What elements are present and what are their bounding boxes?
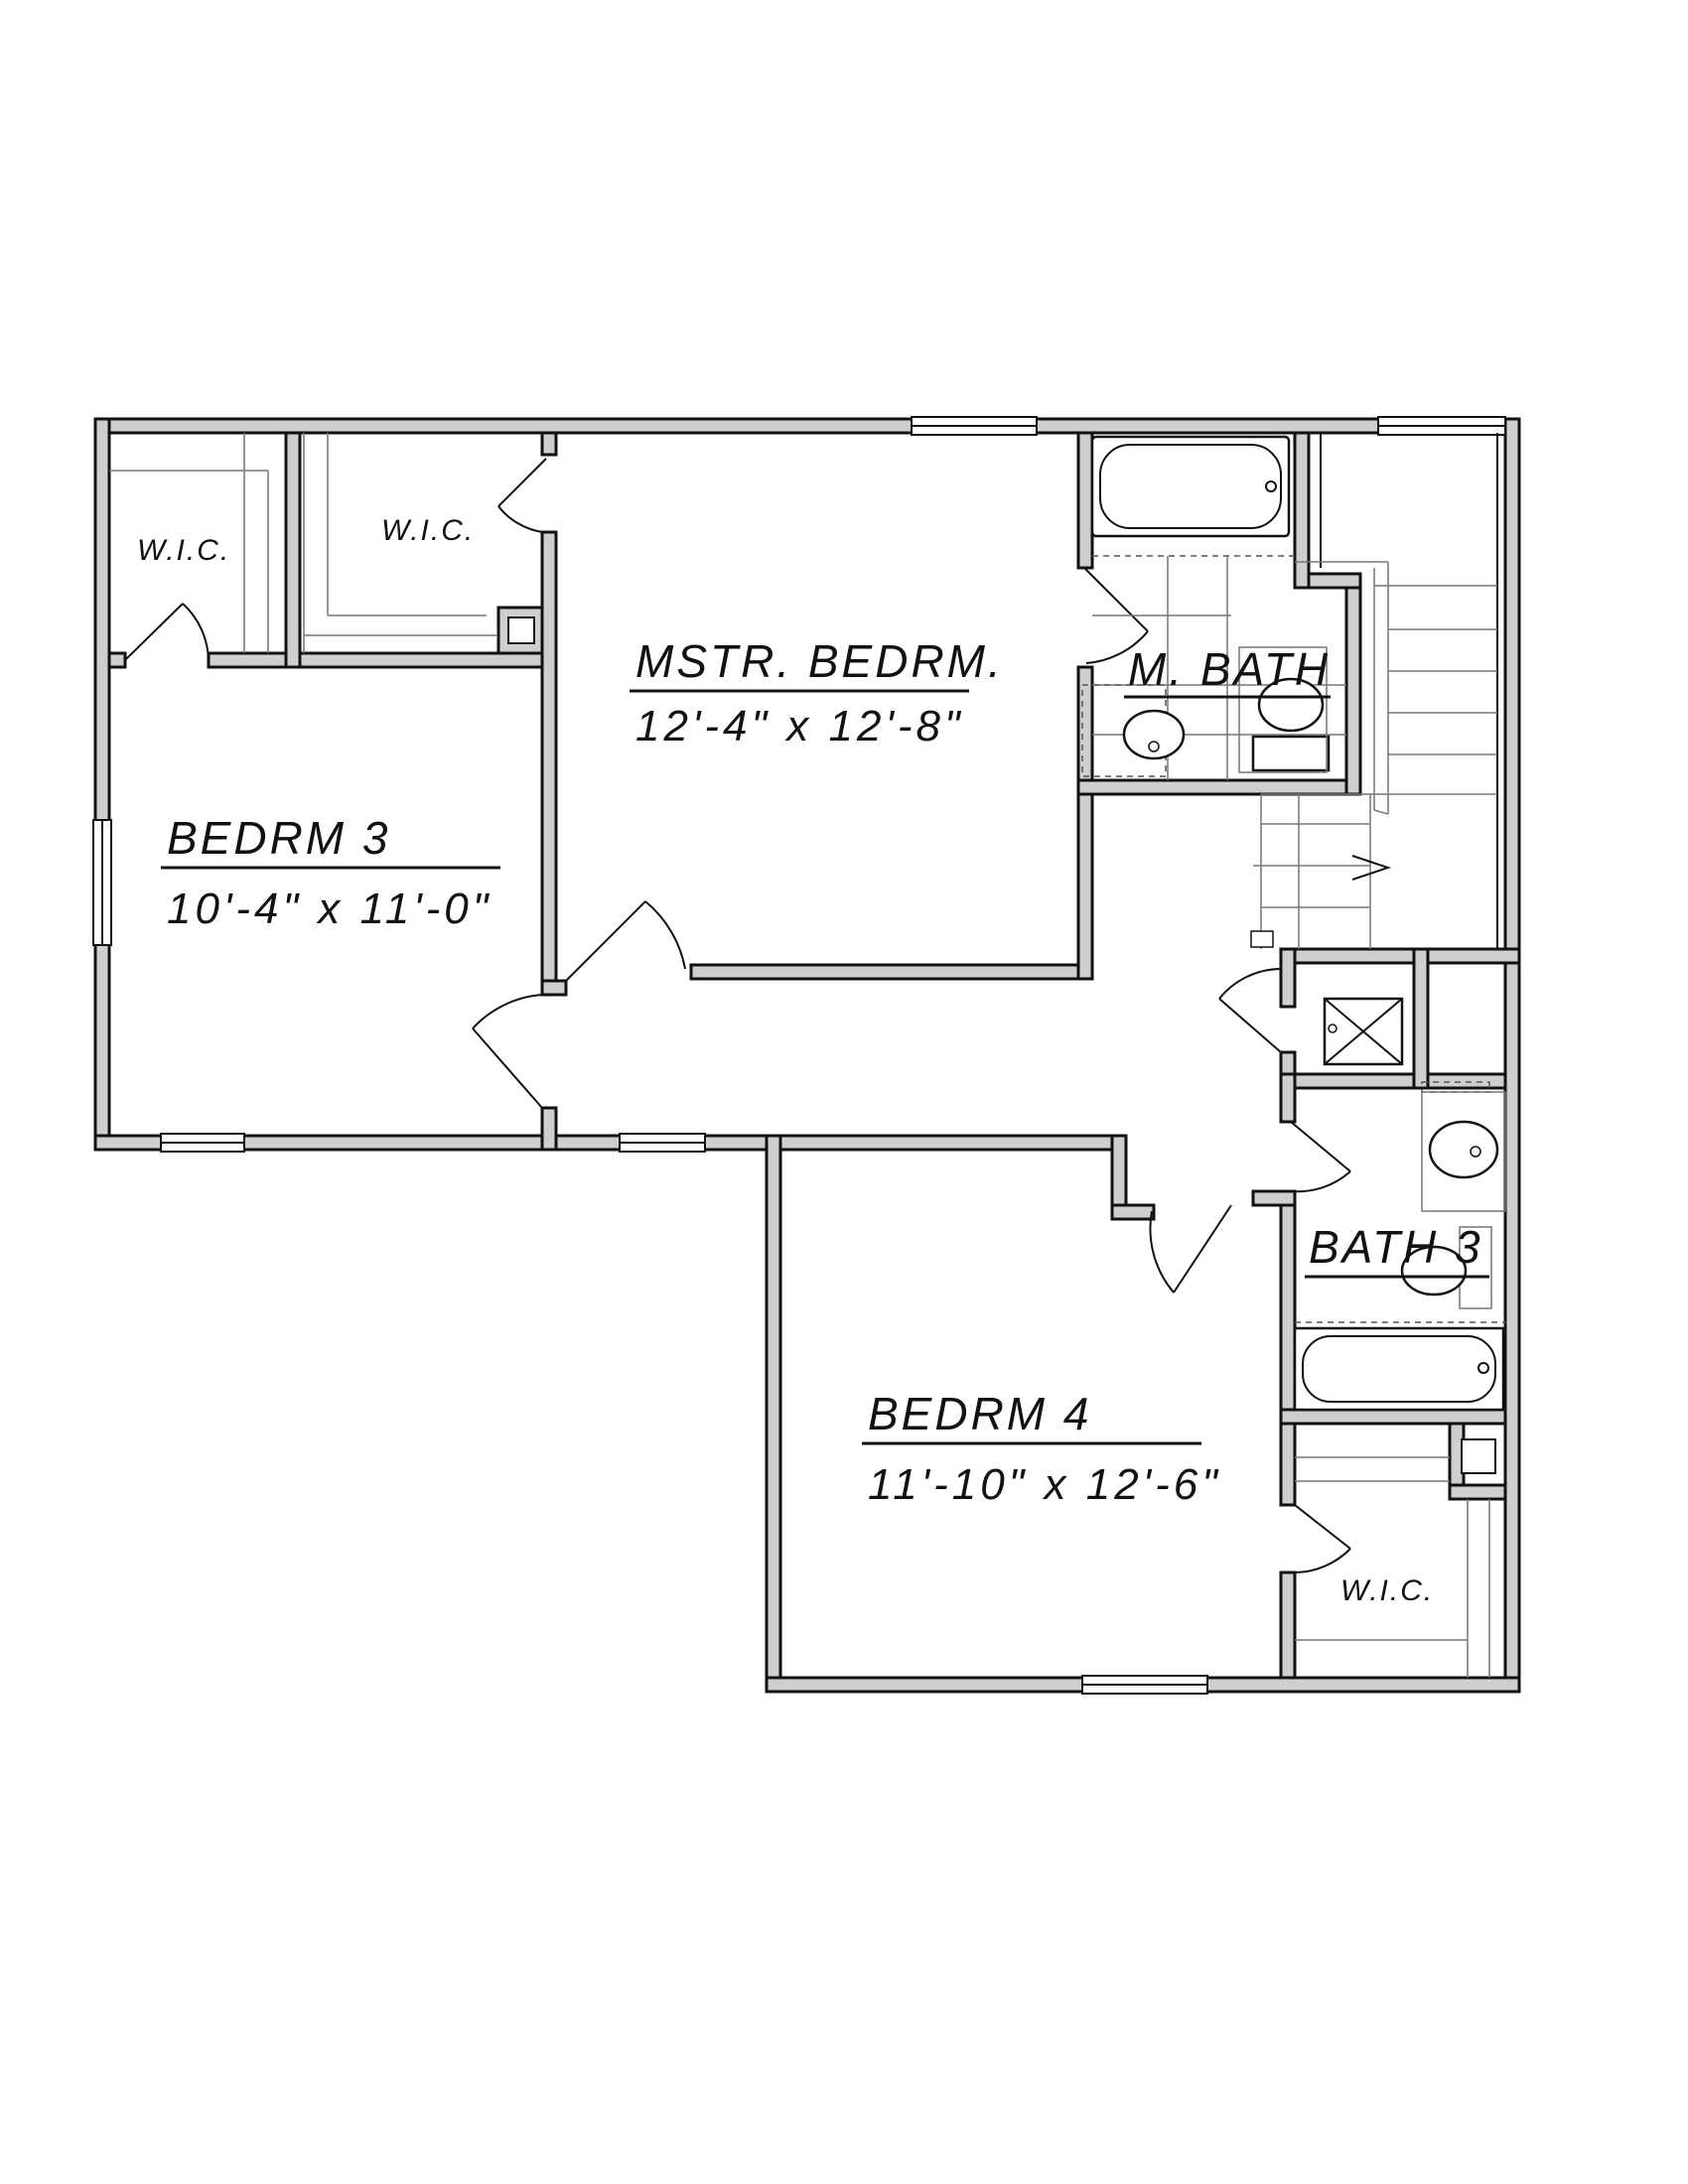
doors	[124, 458, 1351, 1573]
interior-walls	[107, 431, 1521, 1680]
wic-master-label: W.I.C.	[381, 514, 475, 547]
bedroom-4-dimensions: 11'-10" x 12'-6"	[868, 1460, 1221, 1509]
room-labels: W.I.C. W.I.C. MSTR. BEDRM. 12'-4" x 12'-…	[137, 514, 1489, 1607]
fixtures	[1081, 435, 1506, 1412]
wic-bedroom-4-label: W.I.C.	[1340, 1574, 1434, 1607]
stairs	[1250, 433, 1498, 949]
toilet-master	[1251, 735, 1331, 772]
closet-shelves	[109, 433, 1490, 1678]
exterior-walls	[93, 417, 1521, 1694]
bedroom-3-name: BEDRM 3	[167, 812, 390, 864]
bedroom-3-dimensions: 10'-4" x 11'-0"	[167, 885, 492, 933]
windows	[92, 416, 1506, 1695]
master-bath-name: M. BATH	[1128, 643, 1331, 695]
bathtub-bath3	[1293, 1326, 1505, 1412]
sink-master	[1122, 709, 1186, 760]
bathtub-master	[1090, 435, 1291, 538]
master-bedroom-name: MSTR. BEDRM.	[635, 635, 1004, 687]
sink-bath3	[1428, 1120, 1499, 1179]
master-bedroom-dimensions: 12'-4" x 12'-8"	[635, 702, 964, 751]
bedroom-4-name: BEDRM 4	[868, 1388, 1091, 1439]
bath-3-name: BATH 3	[1309, 1221, 1483, 1273]
wic-left-label: W.I.C.	[137, 534, 230, 567]
